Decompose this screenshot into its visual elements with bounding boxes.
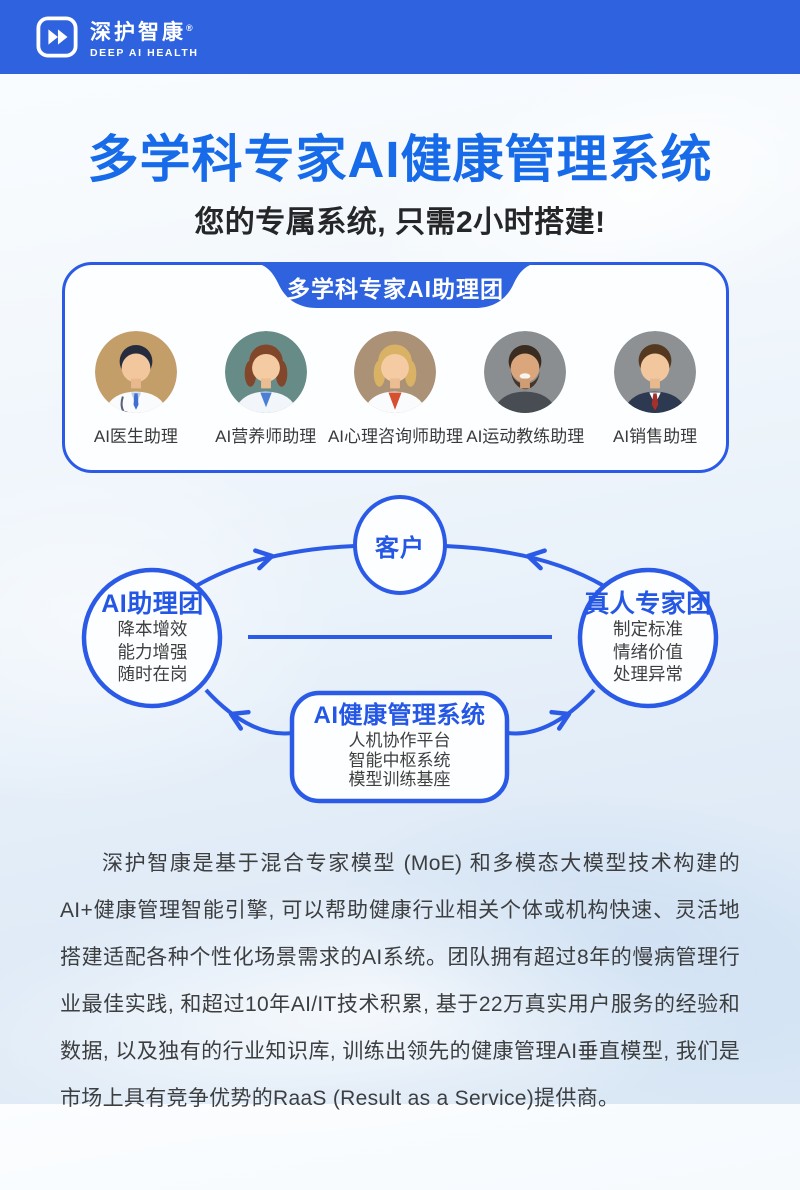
- brand-tagline: DEEP AI HEALTH: [90, 46, 199, 59]
- member-label: AI营养师助理: [215, 427, 317, 446]
- about-paragraph: 深护智康是基于混合专家模型 (MoE) 和多模态大模型技术构建的AI+健康管理智…: [60, 852, 740, 1110]
- arrow-system-to-expert-team: [507, 688, 596, 736]
- team-card: 多学科专家AI助理团: [62, 262, 729, 473]
- customer-label: 客户: [375, 534, 425, 562]
- tab-label: 多学科专家AI助理团: [287, 276, 504, 302]
- member-label: AI医生助理: [93, 427, 178, 446]
- expert-team-node: 真人专家团 制定标准 情绪价值 处理异常: [579, 590, 717, 686]
- node-item: 制定标准: [613, 619, 683, 639]
- node-item: 人机协作平台: [348, 731, 451, 750]
- node-item: 随时在岗: [117, 664, 188, 684]
- team-member: AI运动教练助理: [460, 331, 590, 447]
- page-title: 多学科专家AI健康管理系统: [87, 131, 713, 188]
- arrowhead-icon: [253, 548, 275, 571]
- doctor-avatar: [94, 331, 177, 413]
- node-title: AI助理团: [101, 590, 204, 618]
- sales-avatar: [614, 331, 697, 413]
- team-member: AI营养师助理: [201, 331, 331, 447]
- team-member: AI医生助理: [71, 331, 201, 447]
- system-node-shape: [289, 690, 510, 804]
- member-label: AI销售助理: [613, 427, 698, 446]
- arrow-expert-team-to-customer: [444, 544, 606, 588]
- team-card-tab: 多学科专家AI助理团: [245, 262, 546, 308]
- page-subtitle: 您的专属系统, 只需2小时搭建!: [194, 206, 606, 239]
- tab-shape: [245, 262, 546, 308]
- arrowhead-icon: [549, 709, 572, 731]
- node-item: 降本增效: [117, 619, 188, 639]
- brand-name: 深护智康®: [90, 20, 193, 44]
- members-row: AI医生助理: [71, 331, 720, 447]
- arrowhead-icon: [228, 709, 251, 731]
- expert-team-node-shape: [577, 567, 719, 709]
- node-title: 真人专家团: [584, 590, 712, 618]
- customer-node: 客户: [355, 521, 445, 569]
- node-title: AI健康管理系统: [313, 702, 486, 729]
- node-item: 情绪价值: [613, 641, 683, 662]
- arrow-ai-team-to-customer: [194, 544, 356, 588]
- registered-mark: ®: [186, 22, 193, 33]
- diagram-graphics: [81, 495, 719, 804]
- customer-node-shape: [353, 495, 447, 595]
- brand-logo: 深护智康® DEEP AI HEALTH: [36, 16, 199, 59]
- member-label: AI心理咨询师助理: [327, 427, 464, 446]
- flow-diagram: 客户 AI助理团 降本增效 能力增强 随时在岗 真人专家团 制定标准 情绪价值 …: [0, 490, 800, 835]
- team-member: AI心理咨询师助理: [327, 331, 464, 447]
- ai-team-node-shape: [81, 567, 223, 709]
- counselor-avatar: [354, 331, 437, 413]
- ai-team-node: AI助理团 降本增效 能力增强 随时在岗: [84, 590, 221, 686]
- fitness-coach-avatar: [484, 331, 567, 413]
- header-bar: 深护智康® DEEP AI HEALTH: [0, 0, 800, 74]
- node-item: 能力增强: [117, 641, 188, 662]
- member-label: AI运动教练助理: [466, 427, 585, 446]
- node-item: 模型训练基座: [348, 770, 451, 789]
- nutritionist-avatar: [224, 331, 307, 413]
- node-item: 处理异常: [613, 664, 683, 684]
- system-node: AI健康管理系统 人机协作平台 智能中枢系统 模型训练基座: [292, 701, 507, 790]
- play-logo-icon: [36, 16, 78, 58]
- arrow-system-to-ai-team: [204, 688, 293, 736]
- node-item: 智能中枢系统: [348, 750, 451, 770]
- team-member: AI销售助理: [590, 331, 720, 447]
- arrowhead-icon: [525, 548, 547, 571]
